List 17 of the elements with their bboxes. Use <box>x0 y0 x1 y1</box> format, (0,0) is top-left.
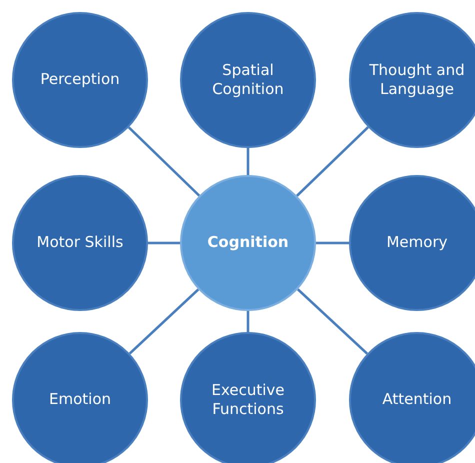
connector-line <box>316 242 349 244</box>
connector-line <box>296 288 368 355</box>
node-label: Attention <box>382 390 452 410</box>
node-label: Thought and Language <box>368 60 466 100</box>
connector-line <box>246 311 250 332</box>
node-label: Executive Functions <box>210 380 286 420</box>
connector-line <box>246 148 250 175</box>
node-label: Memory <box>386 233 448 253</box>
node-label: Spatial Cognition <box>211 60 285 100</box>
connector-line <box>128 288 200 354</box>
node-label: Motor Skills <box>36 233 124 253</box>
node-label: Cognition <box>207 233 289 253</box>
connector-line <box>296 126 369 197</box>
connector-line <box>128 126 200 197</box>
node-label: Perception <box>40 70 120 90</box>
connector-line <box>148 242 180 244</box>
node-label: Emotion <box>49 390 111 410</box>
